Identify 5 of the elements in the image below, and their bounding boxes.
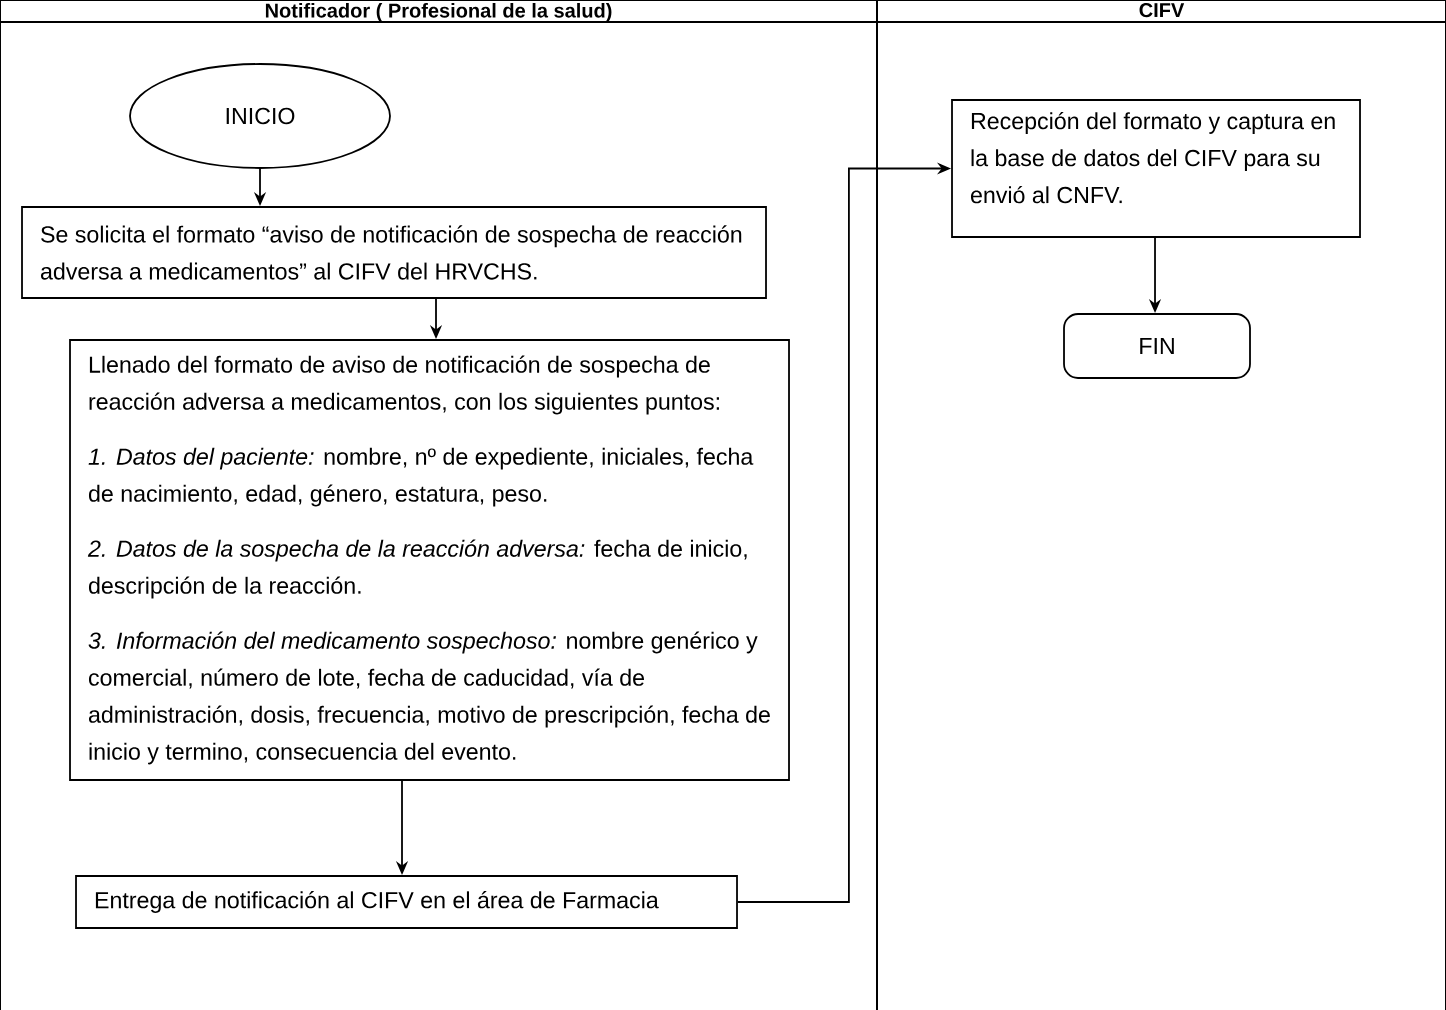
process-box: Llenado del formato de aviso de notificación de sospecha de reacción adversa a medicamentos, con los siguientes puntos: 1. Datos del paciente: nombre, nº de expediente, iniciales, fecha de nacimiento, edad, género, estatura, peso. 2. Datos de la sospecha de la reacción adversa: fecha de inicio, descripción de la reacción. 3. Información del medicamento sospechoso: nombre genérico y comercial, número de lote, fecha de caducidad, vía de administración, dosis, frecuencia, motivo de prescripción, fecha de inicio y termino, consecuencia del evento. — [69, 339, 790, 781]
process-box: Entrega de notificación al CIFV en el área de Farmacia — [75, 875, 738, 929]
process-box: Se solicita el formato “aviso de notificación de sospecha de reacción adversa a medicamentos” al CIFV del HRVCHS. — [21, 206, 767, 299]
process-box: Recepción del formato y captura en la base de datos del CIFV para su envió al CNFV. — [951, 99, 1361, 238]
end-terminal: FIN — [1063, 313, 1251, 379]
